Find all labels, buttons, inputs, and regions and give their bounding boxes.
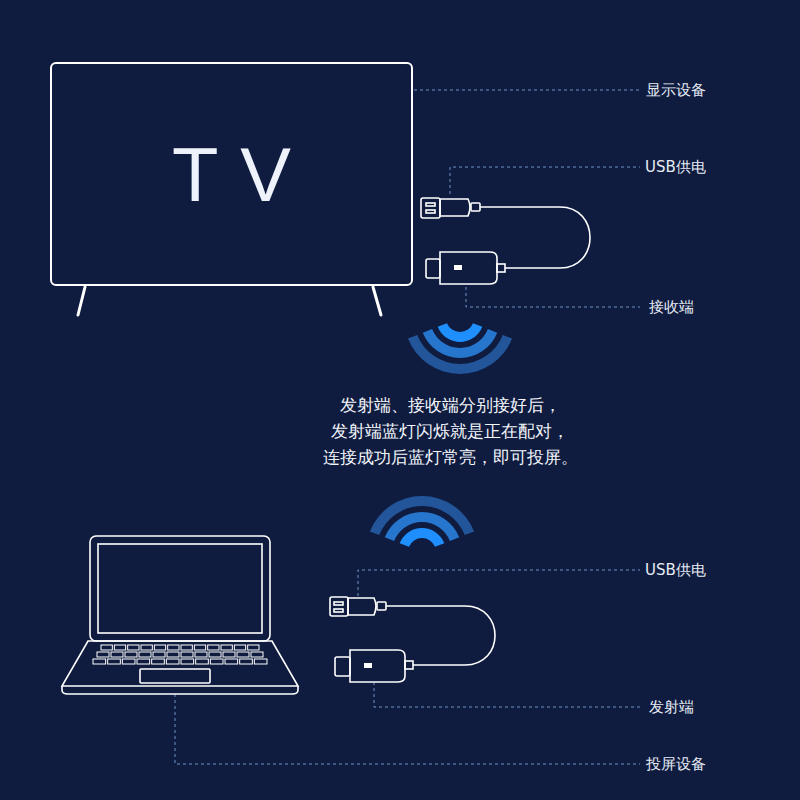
receiver-dongle-part <box>421 198 440 218</box>
keyboard-key <box>101 645 112 650</box>
transmitter-dongle-part <box>386 606 495 665</box>
laptop-part <box>98 544 262 633</box>
transmitter-dongle-part <box>334 609 343 612</box>
part-label: USB供电 <box>645 561 706 579</box>
keyboard-key <box>209 652 221 657</box>
laptop <box>62 536 298 694</box>
keyboard-key <box>125 652 137 657</box>
laptop-part <box>90 536 270 641</box>
transmitter-dongle-part <box>334 602 343 605</box>
keyboard-key <box>111 652 123 657</box>
keyboard-key <box>181 645 192 650</box>
wave-arc <box>400 528 445 547</box>
leader-lines-part <box>175 694 640 764</box>
wave-arc <box>370 496 474 535</box>
wave-arc <box>438 323 483 342</box>
laptop-part <box>62 641 298 686</box>
keyboard-key <box>168 645 179 650</box>
keyboard-key <box>196 659 209 664</box>
receiver-dongle-part <box>426 210 435 213</box>
keyboard-key <box>181 652 193 657</box>
transmitter-dongle-part <box>405 661 413 669</box>
transmitter-dongle-part <box>348 598 376 615</box>
keyboard-key <box>195 652 207 657</box>
keyboard-key <box>122 659 135 664</box>
keyboard-key <box>114 645 125 650</box>
keyboard-key <box>137 659 150 664</box>
receiver-dongle-part <box>454 265 462 270</box>
tv-screen: TV <box>50 62 413 286</box>
keyboard-key <box>97 652 109 657</box>
receiver-dongle <box>421 198 590 284</box>
keyboard-key <box>194 645 205 650</box>
instruction-note: 发射端、接收端分别接好后， 发射端蓝灯闪烁就是正在配对， 连接成功后蓝灯常亮，即… <box>295 392 605 470</box>
part-label: 投屏设备 <box>646 755 706 773</box>
receiver-dongle-part <box>426 203 435 206</box>
part-label: 显示设备 <box>646 81 706 99</box>
laptop-part <box>62 686 298 694</box>
keyboard-key <box>240 659 253 664</box>
keyboard-key <box>237 652 249 657</box>
part-label: 接收端 <box>649 298 694 316</box>
signal-waves <box>370 496 474 547</box>
tv-legs <box>78 287 381 315</box>
laptop-part <box>140 669 210 683</box>
keyboard-key <box>153 652 165 657</box>
receiver-dongle-part <box>426 259 440 278</box>
leader-lines-part <box>450 167 640 194</box>
transmitter-dongle-part <box>364 663 372 668</box>
keyboard-key <box>154 645 165 650</box>
keyboard-key <box>128 645 139 650</box>
receiver-dongle-part <box>471 203 480 211</box>
leader-lines-part <box>466 287 640 307</box>
keyboard-key <box>234 645 245 650</box>
keyboard-key <box>181 659 194 664</box>
keyboard-key <box>208 645 219 650</box>
transmitter-dongle-part <box>350 650 405 682</box>
receiver-dongle-part <box>440 252 497 284</box>
leader-lines-part <box>374 682 640 707</box>
keyboard-key <box>167 652 179 657</box>
keyboard-key <box>221 645 232 650</box>
keyboard-key <box>152 659 165 664</box>
keyboard-key <box>139 652 151 657</box>
tv-legs-part <box>78 287 85 315</box>
keyboard-key <box>108 659 121 664</box>
leader-lines-part <box>414 90 640 91</box>
laptop-part <box>93 645 267 664</box>
keyboard-key <box>254 659 267 664</box>
screen-label: TV <box>172 131 313 218</box>
signal-waves <box>408 323 512 374</box>
part-label: 发射端 <box>649 698 694 716</box>
keyboard-key <box>93 659 106 664</box>
receiver-dongle-part <box>440 199 470 216</box>
transmitter-dongle-part <box>330 597 348 616</box>
wave-arc <box>385 512 459 541</box>
receiver-dongle-part <box>497 264 505 272</box>
transmitter-dongle-part <box>377 602 386 610</box>
tv-legs-part <box>373 287 381 315</box>
keyboard-key <box>225 659 238 664</box>
keyboard-key <box>166 659 179 664</box>
leader-lines-part <box>358 570 640 596</box>
keyboard-key <box>141 645 152 650</box>
keyboard-key <box>251 652 263 657</box>
wave-arc <box>423 329 497 358</box>
part-label: USB供电 <box>645 158 706 176</box>
transmitter-dongle-part <box>335 657 350 676</box>
transmitter-dongle <box>330 597 495 682</box>
keyboard-key <box>223 652 235 657</box>
wave-arc <box>408 335 512 374</box>
keyboard-key <box>248 645 259 650</box>
keyboard-key <box>210 659 223 664</box>
